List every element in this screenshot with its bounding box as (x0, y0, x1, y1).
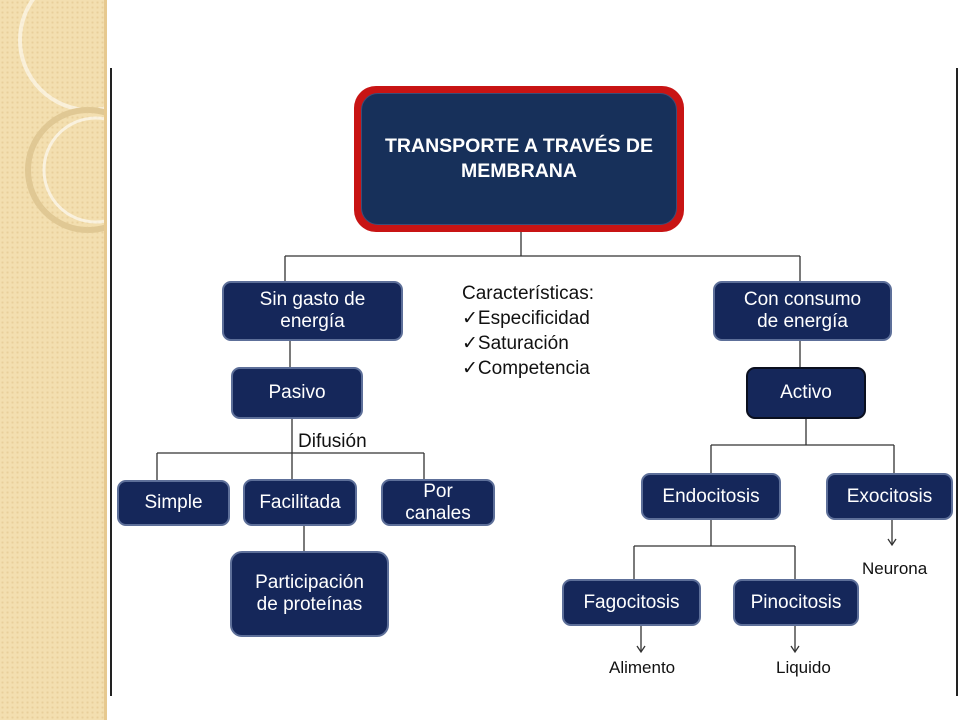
title-box: TRANSPORTE A TRAVÉS DE MEMBRANA (354, 86, 684, 232)
characteristic-item: Competencia (462, 356, 662, 381)
facilitada-box: Facilitada (243, 479, 357, 526)
pasivo-box: Pasivo (231, 367, 363, 419)
arrow-head (636, 645, 646, 654)
con-consumo-energia-box: Con consumo de energía (713, 281, 892, 341)
arrow-head (790, 645, 800, 654)
activo-box: Activo (746, 367, 866, 419)
simple-box: Simple (117, 480, 230, 526)
decorative-sidebar (0, 0, 162, 720)
sidebar-edge-line (104, 0, 107, 720)
diagram-title: TRANSPORTE A TRAVÉS DE MEMBRANA (361, 93, 677, 225)
characteristic-item: Especificidad (462, 306, 662, 331)
slide-frame-left (110, 68, 112, 696)
neurona-label: Neurona (862, 559, 928, 578)
characteristics-list: Características: Especificidad Saturació… (462, 281, 662, 381)
difusion-label: Difusión (298, 431, 367, 452)
liquido-label: Liquido (776, 658, 831, 677)
pinocitosis-box: Pinocitosis (733, 579, 859, 626)
arrow-head (887, 538, 897, 547)
por-canales-box: Por canales (381, 479, 495, 526)
endocitosis-box: Endocitosis (641, 473, 781, 520)
fagocitosis-box: Fagocitosis (562, 579, 701, 626)
characteristic-item: Saturación (462, 331, 662, 356)
participacion-proteinas-box: Participación de proteínas (230, 551, 389, 637)
sin-gasto-energia-box: Sin gasto de energía (222, 281, 403, 341)
alimento-label: Alimento (609, 658, 676, 677)
exocitosis-box: Exocitosis (826, 473, 953, 520)
slide-frame-right (956, 68, 958, 696)
characteristics-heading: Características: (462, 283, 594, 304)
